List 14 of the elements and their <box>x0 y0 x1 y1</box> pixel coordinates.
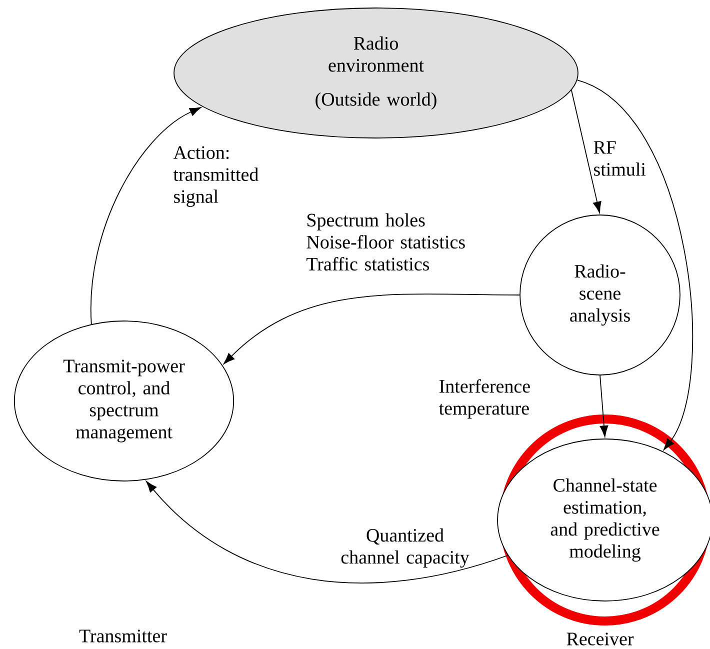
edge-label: Action: transmitted signal <box>173 146 258 207</box>
arrow <box>600 375 608 437</box>
edge-label: Interference temperature <box>439 379 530 419</box>
arrow <box>570 90 602 214</box>
edge-label: Spectrum holes Noise-floor statistics Traffic statistics <box>306 213 465 271</box>
arrow <box>90 107 202 325</box>
side-label: Transmitter <box>79 630 167 642</box>
arrow <box>223 294 520 364</box>
edge-label: Quantized channel capacity <box>341 528 470 568</box>
arrow <box>576 80 693 450</box>
node-label: Channel-state estimation, and predictive modeling <box>550 478 660 562</box>
side-label: Receiver <box>566 632 634 646</box>
arrow <box>146 481 508 584</box>
edge-label: RF stimuli <box>594 141 646 176</box>
